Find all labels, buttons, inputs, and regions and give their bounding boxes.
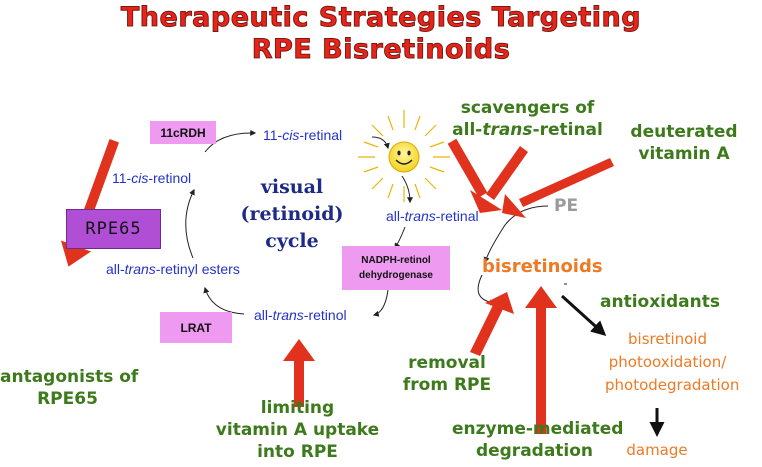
cycle-arrow-pe-to-bisretinoids — [483, 205, 549, 264]
title-line-2: RPE Bisretinoids — [251, 34, 511, 66]
photo-line-1: bisretinoid — [628, 330, 707, 348]
cycle-arrow-sun-to-transretinal — [401, 175, 413, 204]
cycle-center-line-1: visual — [260, 176, 324, 198]
red-arrow-removal-head — [485, 292, 514, 314]
enzyme-line-1: enzyme-mediated — [452, 419, 624, 439]
box-lrat: LRAT — [160, 312, 232, 343]
deuterated-line-1: deuterated — [630, 122, 738, 142]
cycle-center-line-2: (retinoid) — [240, 203, 344, 225]
cycle-arrow-to-nadph — [394, 226, 406, 250]
limiting-line-1: limiting — [260, 398, 335, 418]
removal-line-1: removal — [408, 353, 486, 373]
box-nadph-label-2: dehydrogenase — [359, 270, 433, 281]
limiting-line-2: vitamin A uptake — [215, 420, 380, 440]
box-nadph-dehydrogenase: NADPH-retinol dehydrogenase — [342, 246, 450, 290]
cycle-arrow-esters-to-cisretinol — [185, 188, 195, 259]
red-arrow-deuterated-shaft — [519, 158, 614, 207]
label-photooxidation: bisretinoid photooxidation/ photodegrada… — [605, 328, 740, 397]
red-arrow-scavengers-shaft — [486, 146, 528, 200]
strategy-scavengers: scavengers of all-trans-retinal — [440, 97, 615, 141]
strategy-antioxidants: antioxidants — [600, 292, 720, 312]
red-arrow-antagonists — [60, 139, 120, 267]
photo-line-2: photooxidation/ — [608, 353, 727, 371]
box-11crdh: 11cRDH — [150, 121, 216, 144]
label-11-cis-retinol: 11-cis-retinol — [112, 170, 192, 186]
label-11-cis-retinal: 11-cis-retinal — [263, 127, 343, 143]
box-rpe65: RPE65 — [66, 209, 161, 249]
box-lrat-label: LRAT — [180, 320, 212, 335]
cycle-center-label: visual (retinoid) cycle — [237, 174, 347, 255]
red-arrow-enzyme — [525, 286, 557, 434]
box-11crdh-label: 11cRDH — [160, 125, 206, 140]
red-arrow-scavengers — [447, 138, 488, 198]
label-all-trans-retinal: all-trans-retinal — [386, 208, 479, 224]
label-bisretinoids: bisretinoids — [482, 256, 603, 277]
deuterated-line-2: vitamin A — [638, 144, 730, 164]
label-all-trans-retinol: all-trans-retinol — [254, 307, 347, 323]
title-line-1: Therapeutic Strategies Targeting — [120, 2, 642, 34]
photo-line-3: photodegradation — [605, 376, 740, 394]
cycle-arrow-bis-to-removal — [477, 274, 497, 306]
strategy-limiting: limiting vitamin A uptake into RPE — [210, 397, 385, 463]
scavengers-line-1: scavengers of — [460, 98, 595, 118]
enzyme-line-2: degradation — [475, 441, 594, 461]
label-all-trans-retinyl-esters: all-trans-retinyl esters — [106, 261, 240, 277]
antagonists-line-2: RPE65 — [37, 389, 98, 409]
red-arrow-deuterated-head — [502, 194, 526, 218]
sun-icon — [358, 110, 450, 202]
strategy-deuterated: deuterated vitamin A — [614, 121, 754, 165]
red-arrow-removal-shaft — [470, 301, 505, 356]
strategy-antagonists: antagonists of RPE65 — [0, 366, 139, 410]
cycle-arrow-rdh-to-cisretinal — [204, 129, 257, 153]
strategy-removal: removal from RPE — [402, 352, 492, 396]
cycle-center-line-3: cycle — [265, 230, 319, 252]
arrow-to-photooxidation — [560, 294, 607, 337]
cycle-arrow-retinal-to-sun — [371, 136, 390, 150]
label-damage: damage — [626, 441, 688, 459]
scavengers-line-2: all-trans-retinal — [452, 120, 603, 140]
red-arrow-limiting — [283, 339, 315, 407]
red-arrow-scavengers-head — [470, 190, 502, 213]
box-rpe65-label: RPE65 — [85, 219, 142, 239]
limiting-line-3: into RPE — [257, 442, 338, 462]
box-nadph-label-1: NADPH-retinol — [361, 255, 431, 266]
removal-line-2: from RPE — [402, 375, 492, 395]
strategy-enzyme: enzyme-mediated degradation — [452, 418, 624, 462]
label-pe: PE — [554, 196, 579, 216]
antagonists-line-1: antagonists of — [0, 367, 139, 387]
cycle-arrow-to-esters — [203, 286, 245, 315]
cycle-arrow-to-transretinol — [372, 289, 389, 317]
